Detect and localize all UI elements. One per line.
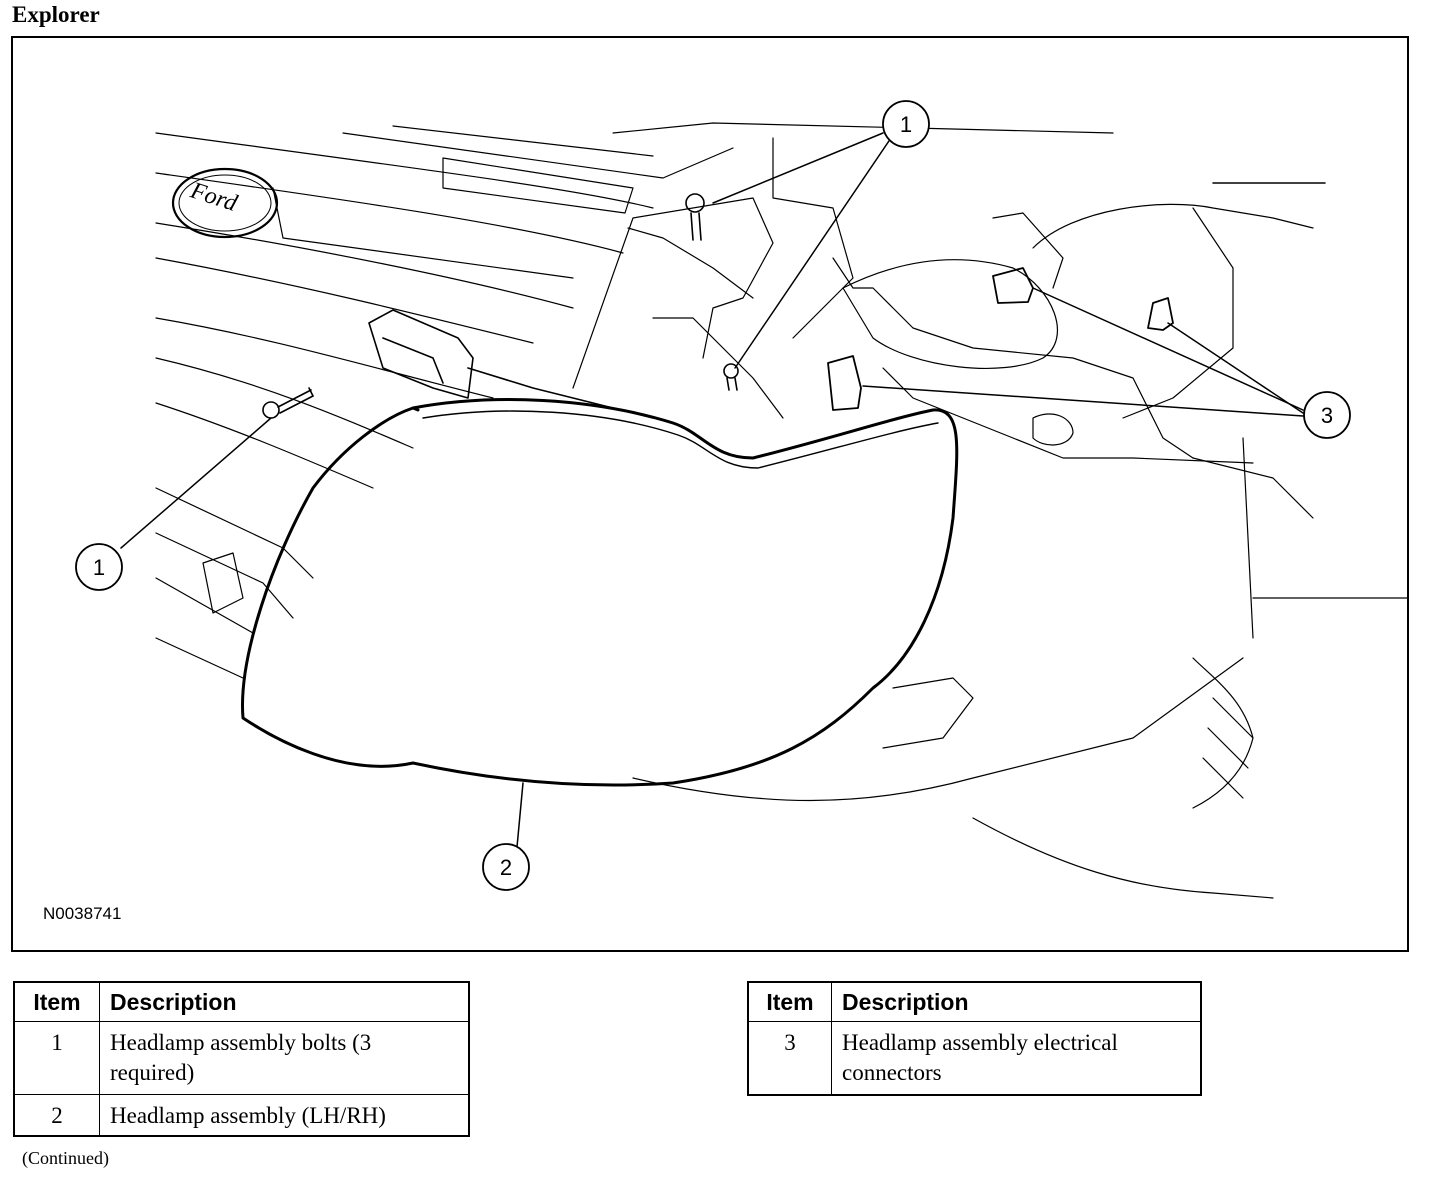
bolt-left [262, 387, 314, 419]
bumper-lines [632, 657, 1274, 899]
item-number: 3 [747, 1021, 832, 1096]
bolt-middle [723, 363, 739, 391]
grille-lines [155, 125, 734, 679]
item-description: Headlamp assembly bolts (3 required) [99, 1021, 470, 1095]
svg-text:2: 2 [500, 855, 512, 880]
connector-a [992, 267, 1034, 304]
continued-note: (Continued) [22, 1148, 109, 1168]
engine-bay-lines [572, 122, 1407, 639]
bolt-top [685, 193, 705, 241]
connector-c [1147, 297, 1174, 331]
callout-2: 2 [482, 843, 530, 891]
item-header: Item [747, 981, 832, 1022]
callout-3: 3 [1303, 391, 1351, 439]
callout-1-top: 1 [882, 100, 930, 148]
svg-text:1: 1 [900, 112, 912, 137]
legend-table-1: Item Description 1 Headlamp assembly bol… [13, 981, 470, 1137]
svg-text:3: 3 [1321, 403, 1333, 428]
figure-code: N0038741 [43, 904, 122, 923]
headlamp-diagram: Ford [11, 36, 1409, 952]
description-header: Description [831, 981, 1202, 1022]
description-header: Description [99, 981, 470, 1022]
table-row: 2 Headlamp assembly (LH/RH) [13, 1094, 470, 1137]
ford-logo-text: Ford [186, 177, 241, 217]
item-number: 2 [13, 1094, 100, 1137]
item-number: 1 [13, 1021, 100, 1095]
legend-header-row: Item Description [13, 981, 470, 1022]
svg-text:1: 1 [93, 555, 105, 580]
headlamp-assembly [241, 398, 959, 787]
item-description: Headlamp assembly electrical connectors [831, 1021, 1202, 1096]
callout-1-left: 1 [75, 543, 123, 591]
legend-header-row: Item Description [747, 981, 1202, 1022]
item-description: Headlamp assembly (LH/RH) [99, 1094, 470, 1137]
ford-logo: Ford [171, 167, 279, 239]
legend-table-2: Item Description 3 Headlamp assembly ele… [747, 981, 1202, 1096]
page-title: Explorer [12, 2, 100, 27]
item-header: Item [13, 981, 100, 1022]
connector-b [827, 355, 862, 411]
table-row: 3 Headlamp assembly electrical connector… [747, 1021, 1202, 1096]
headlamp-bracket [368, 309, 654, 419]
table-row: 1 Headlamp assembly bolts (3 required) [13, 1021, 470, 1095]
leader-lines [120, 132, 1304, 848]
